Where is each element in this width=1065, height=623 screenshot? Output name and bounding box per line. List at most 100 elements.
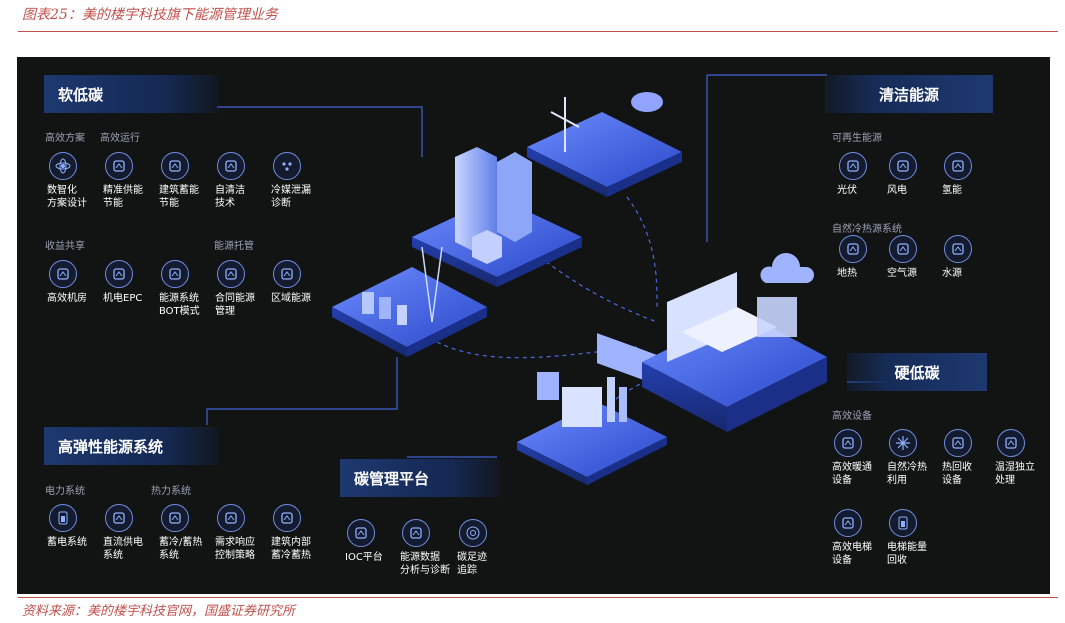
soft-carbon-item: 机电EPC bbox=[103, 260, 167, 305]
isometric-illustration bbox=[206, 74, 887, 485]
dots-icon bbox=[273, 152, 301, 180]
label-line-1: 地热 bbox=[837, 268, 857, 279]
soft-carbon-group-efficient-plan: 高效方案 bbox=[45, 133, 85, 144]
label-line-1: 高效机房 bbox=[47, 293, 87, 304]
hard-carbon-item-label: 电梯能量回收 bbox=[887, 541, 951, 567]
clean-energy-item-label: 水源 bbox=[942, 267, 1006, 280]
diagram-panel: 软低碳 高效方案 高效运行 收益共享 能源托管 数智化方案设计精准供能节能建筑蓄… bbox=[17, 57, 1050, 594]
carbon-platform-item-label: 碳足迹追踪 bbox=[457, 551, 521, 577]
snowflake-icon bbox=[889, 429, 917, 457]
hard-carbon-banner: 硬低碳 bbox=[847, 353, 987, 391]
carbon-platform-item: 碳足迹追踪 bbox=[457, 519, 521, 577]
clean-energy-item: 光伏 bbox=[837, 152, 901, 197]
label-line-2: 节能 bbox=[103, 198, 123, 209]
label-line-2: 诊断 bbox=[271, 198, 291, 209]
machine-icon bbox=[105, 260, 133, 288]
soft-carbon-item-label: 数智化方案设计 bbox=[47, 184, 111, 210]
house-icon bbox=[161, 152, 189, 180]
flexible-energy-item: 建筑内部蓄冷蓄热 bbox=[271, 504, 335, 562]
soft-carbon-item: 高效机房 bbox=[47, 260, 111, 305]
soft-carbon-item-label: 精准供能节能 bbox=[103, 184, 167, 210]
label-line-2: 利用 bbox=[887, 475, 907, 486]
label-line-2: 回收 bbox=[887, 555, 907, 566]
label-line-1: 光伏 bbox=[837, 185, 857, 196]
clean-energy-item: 氢能 bbox=[942, 152, 1006, 197]
label-line-1: 风电 bbox=[887, 185, 907, 196]
label-line-1: 直流供电 bbox=[103, 537, 143, 548]
label-line-2: 方案设计 bbox=[47, 198, 87, 209]
battery-icon bbox=[49, 504, 77, 532]
hard-carbon-group-equipment: 高效设备 bbox=[832, 411, 872, 422]
flexible-energy-banner: 高弹性能源系统 bbox=[44, 427, 219, 465]
eco-icon bbox=[105, 152, 133, 180]
clean-energy-item: 水源 bbox=[942, 235, 1006, 280]
label-line-2: 蓄冷蓄热 bbox=[271, 550, 311, 561]
water-icon bbox=[944, 235, 972, 263]
soft-carbon-item-label: 建筑蓄能节能 bbox=[159, 184, 223, 210]
label-line-2: 设备 bbox=[832, 475, 852, 486]
hard-carbon-item-label: 温湿独立处理 bbox=[995, 461, 1050, 487]
label-line-1: 建筑内部 bbox=[271, 537, 311, 548]
hvac-icon bbox=[834, 429, 862, 457]
label-line-1: 碳足迹 bbox=[457, 552, 487, 563]
top-divider bbox=[18, 31, 1058, 32]
carbon-platform-item: 能源数据分析与诊断 bbox=[400, 519, 464, 577]
label-line-1: 能源系统 bbox=[159, 293, 199, 304]
hydrogen-icon bbox=[944, 152, 972, 180]
clean-energy-group-natural-source: 自然冷热源系统 bbox=[832, 224, 902, 235]
elevator-icon bbox=[834, 509, 862, 537]
flexible-energy-item: 直流供电系统 bbox=[103, 504, 167, 562]
flexible-energy-item: 蓄电系统 bbox=[47, 504, 111, 549]
soft-carbon-item: 数智化方案设计 bbox=[47, 152, 111, 210]
hard-carbon-item-label: 热回收设备 bbox=[942, 461, 1006, 487]
solar-icon bbox=[839, 152, 867, 180]
label-line-1: 热回收 bbox=[942, 462, 972, 473]
label-line-1: 区域能源 bbox=[271, 293, 311, 304]
house-icon bbox=[273, 504, 301, 532]
clean-energy-item: 地热 bbox=[837, 235, 901, 280]
label-line-1: 冷媒泄漏 bbox=[271, 185, 311, 196]
carbon-platform-banner: 碳管理平台 bbox=[340, 459, 500, 497]
hard-carbon-item: 温湿独立处理 bbox=[995, 429, 1050, 487]
label-line-1: IOC平台 bbox=[345, 552, 383, 563]
label-line-1: 数智化 bbox=[47, 185, 77, 196]
soft-carbon-item: 冷媒泄漏诊断 bbox=[271, 152, 335, 210]
platform-analytics bbox=[517, 372, 667, 485]
battery-icon bbox=[889, 509, 917, 537]
target-icon bbox=[459, 519, 487, 547]
droplet-icon bbox=[217, 152, 245, 180]
label-line-1: 水源 bbox=[942, 268, 962, 279]
soft-carbon-item-label: 高效机房 bbox=[47, 292, 111, 305]
soft-carbon-item: 精准供能节能 bbox=[103, 152, 167, 210]
soft-carbon-item: 合同能源管理 bbox=[215, 260, 279, 318]
label-line-1: 高效电梯 bbox=[832, 542, 872, 553]
platform-buildings bbox=[412, 147, 582, 287]
atom-icon bbox=[49, 152, 77, 180]
hard-carbon-item: 高效暖通设备 bbox=[832, 429, 896, 487]
label-line-2: 系统 bbox=[159, 550, 179, 561]
label-line-2: 管理 bbox=[215, 306, 235, 317]
label-line-1: 自然冷热 bbox=[887, 462, 927, 473]
label-line-2: 技术 bbox=[215, 198, 235, 209]
clean-energy-item: 空气源 bbox=[887, 235, 951, 280]
soft-carbon-group-energy-hosting: 能源托管 bbox=[214, 241, 254, 252]
label-line-2: 节能 bbox=[159, 198, 179, 209]
soft-carbon-banner: 软低碳 bbox=[44, 75, 219, 113]
label-line-1: 蓄电系统 bbox=[47, 537, 87, 548]
contract-icon bbox=[217, 260, 245, 288]
thermometer-icon bbox=[997, 429, 1025, 457]
gear-icon bbox=[944, 429, 972, 457]
hard-carbon-item-label: 高效暖通设备 bbox=[832, 461, 896, 487]
label-line-2: BOT模式 bbox=[159, 306, 200, 317]
clean-energy-item-label: 氢能 bbox=[942, 184, 1006, 197]
hard-carbon-item-label: 高效电梯设备 bbox=[832, 541, 896, 567]
chart-icon bbox=[402, 519, 430, 547]
label-line-2: 分析与诊断 bbox=[400, 565, 450, 576]
label-line-1: 电梯能量 bbox=[887, 542, 927, 553]
label-line-2: 设备 bbox=[832, 555, 852, 566]
platform-clean-energy bbox=[527, 92, 682, 385]
soft-carbon-item: 能源系统 BOT模式 bbox=[159, 260, 223, 318]
soft-carbon-group-efficient-operation: 高效运行 bbox=[100, 133, 140, 144]
flexible-energy-item-label: 需求响应控制策略 bbox=[215, 536, 279, 562]
label-line-2: 追踪 bbox=[457, 565, 477, 576]
